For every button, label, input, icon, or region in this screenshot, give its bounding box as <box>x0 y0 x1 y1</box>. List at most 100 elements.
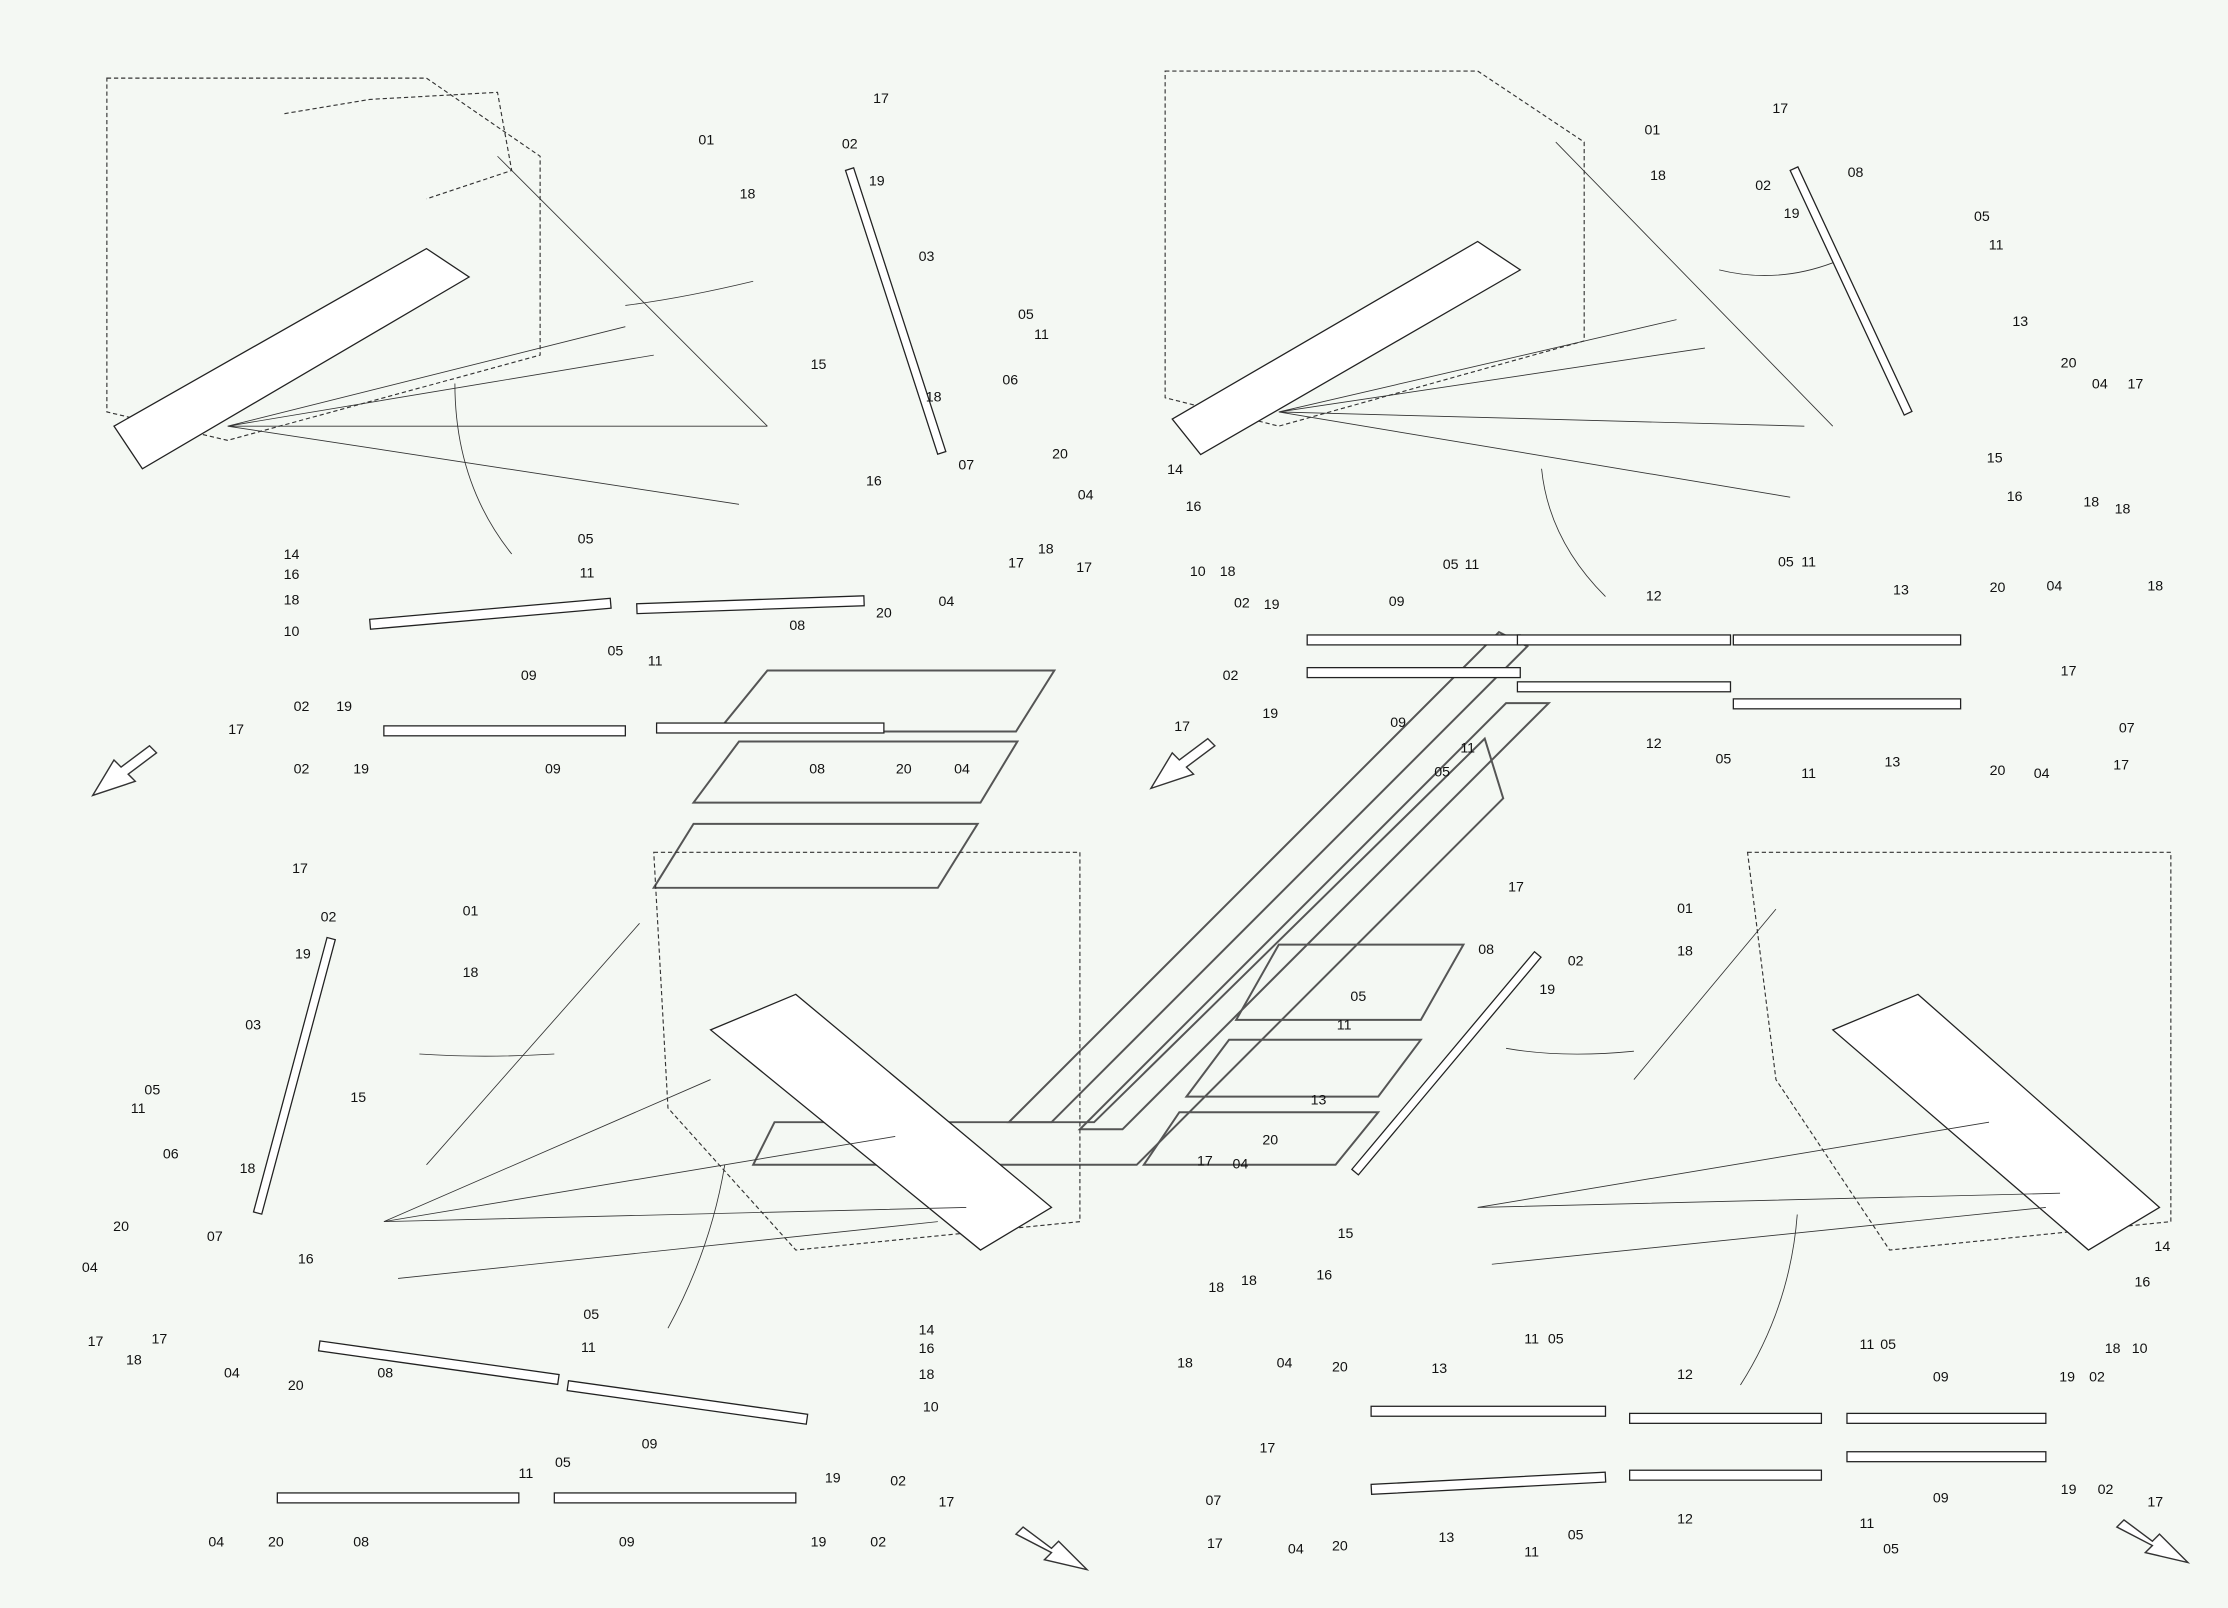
part-number-label: 16 <box>298 1252 314 1268</box>
part-number-label: 18 <box>1241 1273 1257 1289</box>
part-number-label: 19 <box>2059 1370 2075 1386</box>
part-number-label: 16 <box>866 473 882 489</box>
part-number-label: 11 <box>1524 1331 1539 1347</box>
part-number-label: 15 <box>1987 451 2003 467</box>
part-number-label: 05 <box>1568 1527 1584 1543</box>
part-number-label: 20 <box>1332 1539 1348 1555</box>
part-number-label: 17 <box>1197 1154 1213 1170</box>
part-number-label: 11 <box>1460 740 1475 756</box>
part-number-label: 01 <box>1677 901 1693 917</box>
part-number-label: 19 <box>811 1534 827 1550</box>
part-number-label: 11 <box>1801 554 1816 570</box>
part-number-label: 02 <box>294 699 310 715</box>
part-number-label: 18 <box>126 1353 142 1369</box>
part-number-label: 05 <box>608 644 624 660</box>
part-number-label: 02 <box>890 1473 906 1489</box>
part-number-label: 01 <box>463 904 479 920</box>
part-number-label: 20 <box>876 605 892 621</box>
part-number-label: 09 <box>642 1436 658 1452</box>
part-number-label: 11 <box>1524 1544 1539 1560</box>
arrow-icon <box>2115 1518 2191 1564</box>
part-number-label: 04 <box>2034 766 2050 782</box>
part-number-label: 18 <box>1650 168 1666 184</box>
part-number-label: 11 <box>1465 557 1480 573</box>
part-number-label: 17 <box>1207 1536 1223 1552</box>
part-number-label: 19 <box>336 699 352 715</box>
part-number-label: 19 <box>825 1470 841 1486</box>
part-number-label: 13 <box>1885 755 1901 771</box>
part-number-label: 02 <box>1568 953 1584 969</box>
part-number-label: 09 <box>1933 1490 1949 1506</box>
part-number-label: 09 <box>619 1534 635 1550</box>
part-number-label: 05 <box>1880 1337 1896 1353</box>
part-number-label: 19 <box>1264 597 1280 613</box>
part-number-label: 16 <box>919 1341 935 1357</box>
part-number-label: 09 <box>521 668 537 684</box>
part-number-label: 20 <box>288 1378 304 1394</box>
part-number-label: 07 <box>207 1229 223 1245</box>
part-number-label: 17 <box>1772 101 1788 117</box>
part-number-label: 10 <box>284 624 300 640</box>
part-number-label: 09 <box>1389 594 1405 610</box>
part-number-label: 06 <box>163 1147 179 1163</box>
part-number-label: 11 <box>581 1340 596 1356</box>
part-number-label: 18 <box>919 1367 935 1383</box>
part-number-label: 01 <box>1644 122 1660 138</box>
part-number-label: 17 <box>873 91 889 107</box>
part-number-label: 16 <box>284 567 300 583</box>
part-number-label: 04 <box>82 1260 98 1276</box>
part-number-label: 16 <box>2135 1274 2151 1290</box>
part-number-label: 08 <box>1478 942 1494 958</box>
part-number-label: 12 <box>1677 1512 1693 1528</box>
part-number-label: 10 <box>1190 564 1206 580</box>
part-number-label: 02 <box>1234 595 1250 611</box>
part-number-label: 02 <box>1755 178 1771 194</box>
part-number-label: 04 <box>938 594 954 610</box>
part-number-label: 19 <box>2061 1482 2077 1498</box>
part-number-label: 20 <box>1052 446 1068 462</box>
part-number-label: 09 <box>1933 1370 1949 1386</box>
part-number-label: 05 <box>1434 764 1450 780</box>
part-number-label: 16 <box>1316 1267 1332 1283</box>
part-number-label: 17 <box>1260 1441 1276 1457</box>
part-number-label: 18 <box>926 389 942 405</box>
part-number-label: 15 <box>811 357 827 373</box>
part-number-label: 18 <box>1677 943 1693 959</box>
part-number-label: 17 <box>88 1334 104 1350</box>
part-number-label: 20 <box>1990 763 2006 779</box>
part-number-label: 08 <box>789 618 805 634</box>
part-number-label: 11 <box>1859 1337 1874 1353</box>
part-number-label: 04 <box>224 1365 240 1381</box>
part-number-label: 05 <box>1018 307 1034 323</box>
part-number-label: 14 <box>919 1323 935 1339</box>
arrow-icon <box>1014 1526 1090 1571</box>
part-number-label: 05 <box>1778 554 1794 570</box>
part-number-label: 05 <box>1883 1542 1899 1558</box>
part-number-label: 17 <box>228 722 244 738</box>
part-number-label: 12 <box>1677 1367 1693 1383</box>
part-number-label: 20 <box>1262 1132 1278 1148</box>
part-number-label: 18 <box>740 186 756 202</box>
part-number-label: 14 <box>1167 462 1183 478</box>
part-number-label: 04 <box>1277 1355 1293 1371</box>
part-number-label: 16 <box>1186 499 1202 515</box>
part-number-label: 17 <box>292 861 308 877</box>
part-number-labels: 01 17 02 18 19 03 05 11 06 15 18 07 16 20 04 18 17 17 20 04… <box>82 91 2170 1560</box>
machine-bottom-right <box>1477 851 2172 1265</box>
part-number-label: 08 <box>809 762 825 778</box>
part-number-label: 17 <box>2061 664 2077 680</box>
part-number-label: 16 <box>2007 489 2023 505</box>
part-number-label: 17 <box>2113 757 2129 773</box>
part-number-label: 11 <box>1801 766 1816 782</box>
part-number-label: 20 <box>268 1534 284 1550</box>
part-number-label: 11 <box>131 1101 146 1117</box>
part-number-label: 10 <box>923 1399 939 1415</box>
part-number-label: 19 <box>353 762 369 778</box>
part-number-label: 13 <box>2012 314 2028 330</box>
part-number-label: 12 <box>1646 736 1662 752</box>
part-number-label: 05 <box>578 532 594 548</box>
arrow-icon <box>91 744 158 797</box>
part-number-label: 17 <box>152 1331 168 1347</box>
part-number-label: 03 <box>919 249 935 265</box>
machine-top-left <box>106 77 768 505</box>
